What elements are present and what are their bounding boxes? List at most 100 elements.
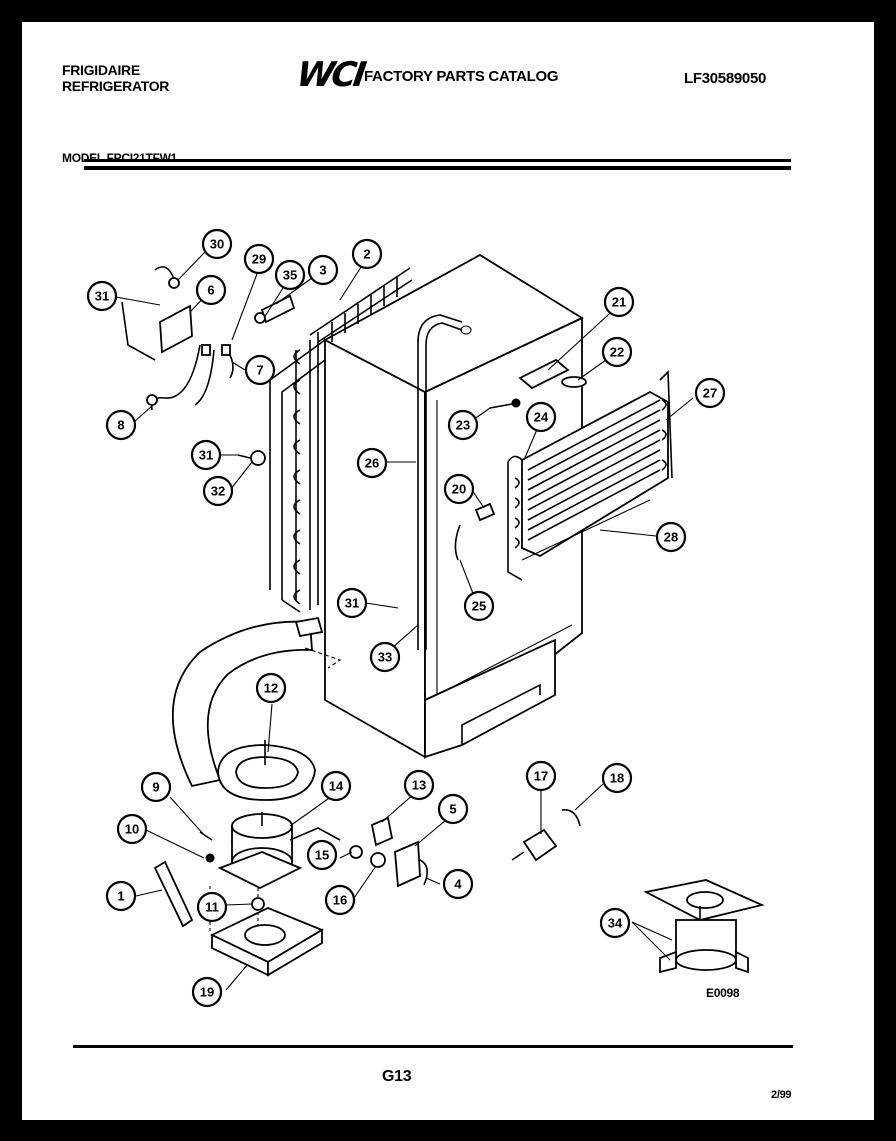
callout-number: 5 (449, 802, 456, 817)
small-parts-upper (121, 266, 296, 466)
callout-circle (190, 439, 222, 471)
callout-circle (306, 839, 338, 871)
callout-13: 13 (403, 769, 435, 801)
callout-circle (601, 762, 633, 794)
callout-circle (351, 238, 383, 270)
callout-14: 14 (320, 770, 352, 802)
callout-circle (140, 771, 172, 803)
callout-number: 16 (333, 893, 347, 908)
callout-number: 31 (95, 289, 109, 304)
callout-circle (356, 447, 388, 479)
callout-32: 32 (202, 475, 234, 507)
callout-number: 19 (200, 985, 214, 1000)
callout-circle (694, 377, 726, 409)
callout-2: 2 (351, 238, 383, 270)
callout-4: 4 (442, 868, 474, 900)
callout-number: 10 (125, 822, 139, 837)
callout-3: 3 (307, 254, 339, 286)
callout-number: 21 (612, 295, 626, 310)
callout-19: 19 (191, 976, 223, 1008)
callout-number: 27 (703, 386, 717, 401)
callout-6: 6 (195, 274, 227, 306)
callout-number: 7 (256, 363, 263, 378)
callout-34: 34 (599, 907, 631, 939)
callout-circle (601, 336, 633, 368)
callout-circle (105, 409, 137, 441)
callout-circle (202, 475, 234, 507)
evaporator (507, 370, 673, 581)
callout-circle (525, 760, 557, 792)
callout-circle (442, 868, 474, 900)
product-type: REFRIGERATOR (62, 78, 170, 94)
callout-number: 17 (534, 769, 548, 784)
callout-29: 29 (243, 243, 275, 275)
callout-21: 21 (603, 286, 635, 318)
callout-number: 18 (610, 771, 624, 786)
callout-26: 26 (356, 447, 388, 479)
callout-8: 8 (105, 409, 137, 441)
callout-number: 33 (378, 650, 392, 665)
page-label: G13 (382, 1068, 412, 1085)
callout-25: 25 (463, 590, 495, 622)
callout-circle (463, 590, 495, 622)
callout-number: 13 (412, 778, 426, 793)
callout-number: 2 (363, 247, 370, 262)
callout-circle (105, 880, 137, 912)
callout-31: 31 (336, 587, 368, 619)
callout-number: 14 (329, 779, 344, 794)
callout-11: 11 (196, 891, 228, 923)
callout-circle (320, 770, 352, 802)
model-number: MODEL FPCI21TFW1 (62, 151, 177, 165)
callout-23: 23 (447, 409, 479, 441)
callout-16: 16 (324, 884, 356, 916)
callout-number: 15 (315, 848, 329, 863)
cabinet-drawing (323, 253, 584, 759)
callout-number: 31 (345, 596, 359, 611)
callout-circle (599, 907, 631, 939)
callout-7: 7 (244, 354, 276, 386)
callout-number: 22 (610, 345, 624, 360)
callout-number: 1 (117, 889, 124, 904)
callout-number: 24 (534, 410, 549, 425)
compressor-assembly (153, 740, 341, 977)
callout-number: 26 (365, 456, 379, 471)
callout-17: 17 (525, 760, 557, 792)
brand-block: FRIGIDAIRE REFRIGERATOR (62, 62, 169, 94)
callout-15: 15 (306, 839, 338, 871)
callout-27: 27 (694, 377, 726, 409)
callout-9: 9 (140, 771, 172, 803)
callout-18: 18 (601, 762, 633, 794)
callout-circle (403, 769, 435, 801)
callout-circle (525, 401, 557, 433)
callout-number: 8 (117, 418, 124, 433)
callout-circle (195, 274, 227, 306)
callout-circle (116, 813, 148, 845)
callout-number: 31 (199, 448, 213, 463)
callout-number: 35 (283, 268, 297, 283)
callout-number: 3 (319, 263, 326, 278)
callout-circle (244, 354, 276, 386)
callout-circle (603, 286, 635, 318)
callout-circle (243, 243, 275, 275)
callout-24: 24 (525, 401, 557, 433)
electrical-parts (349, 816, 428, 888)
callout-circle (255, 672, 287, 704)
callout-number: 11 (205, 900, 219, 915)
callout-circle (336, 587, 368, 619)
footer-rule (73, 1045, 793, 1048)
header-rule-bottom (84, 166, 791, 170)
callout-number: 9 (152, 780, 159, 795)
date-code: 2/99 (771, 1089, 792, 1101)
drain-hose (171, 616, 342, 788)
callout-22: 22 (601, 336, 633, 368)
callout-number: 34 (608, 916, 623, 931)
header-rule-top (84, 159, 791, 162)
callout-circle (443, 473, 475, 505)
callout-number: 25 (472, 599, 486, 614)
callout-28: 28 (655, 521, 687, 553)
callout-10: 10 (116, 813, 148, 845)
brand-name: FRIGIDAIRE (62, 62, 140, 78)
